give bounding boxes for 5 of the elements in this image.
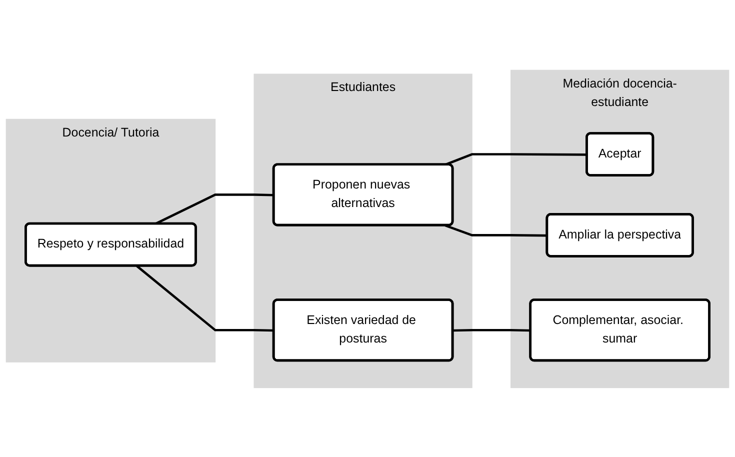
- connector: [136, 264, 274, 332]
- connector: [444, 224, 548, 236]
- connector: [154, 193, 274, 224]
- connector: [444, 152, 588, 166]
- connector: [452, 328, 531, 332]
